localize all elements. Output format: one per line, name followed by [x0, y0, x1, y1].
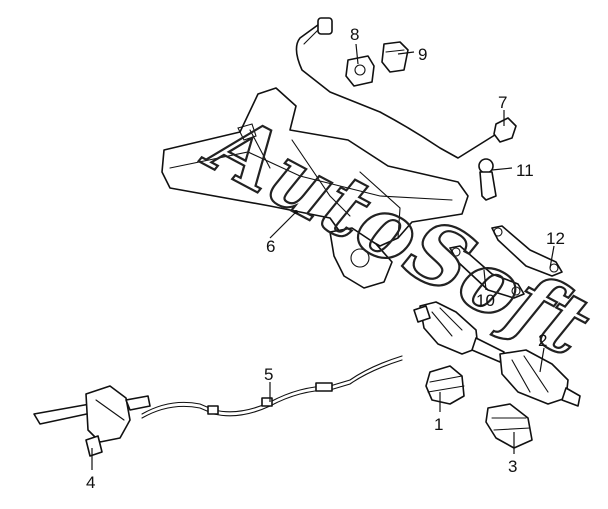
bushing-bracket	[381, 41, 409, 73]
rear-subframe	[161, 87, 469, 289]
callout-5: 5	[264, 365, 273, 384]
cv-boot-outer	[485, 403, 533, 449]
stabilizer-link	[478, 158, 497, 201]
callout-7: 7	[498, 93, 507, 112]
parking-brake-lever	[33, 385, 151, 457]
stabilizer-bar	[295, 17, 517, 159]
callout-6: 6	[266, 237, 275, 256]
trailing-arm	[449, 245, 525, 299]
control-arm	[491, 225, 563, 277]
leaders	[91, 43, 555, 470]
callout-10: 10	[476, 291, 495, 310]
callout-2: 2	[538, 331, 547, 350]
callout-1: 1	[434, 415, 443, 434]
callout-3: 3	[508, 457, 517, 476]
callout-8: 8	[350, 25, 359, 44]
callout-9: 9	[418, 45, 427, 64]
stabilizer-bushing	[345, 55, 375, 87]
callout-4: 4	[86, 473, 95, 492]
callout-11: 11	[516, 161, 534, 180]
cv-boot-inner	[425, 365, 465, 405]
drive-shaft	[413, 301, 581, 407]
callout-12: 12	[546, 229, 565, 248]
